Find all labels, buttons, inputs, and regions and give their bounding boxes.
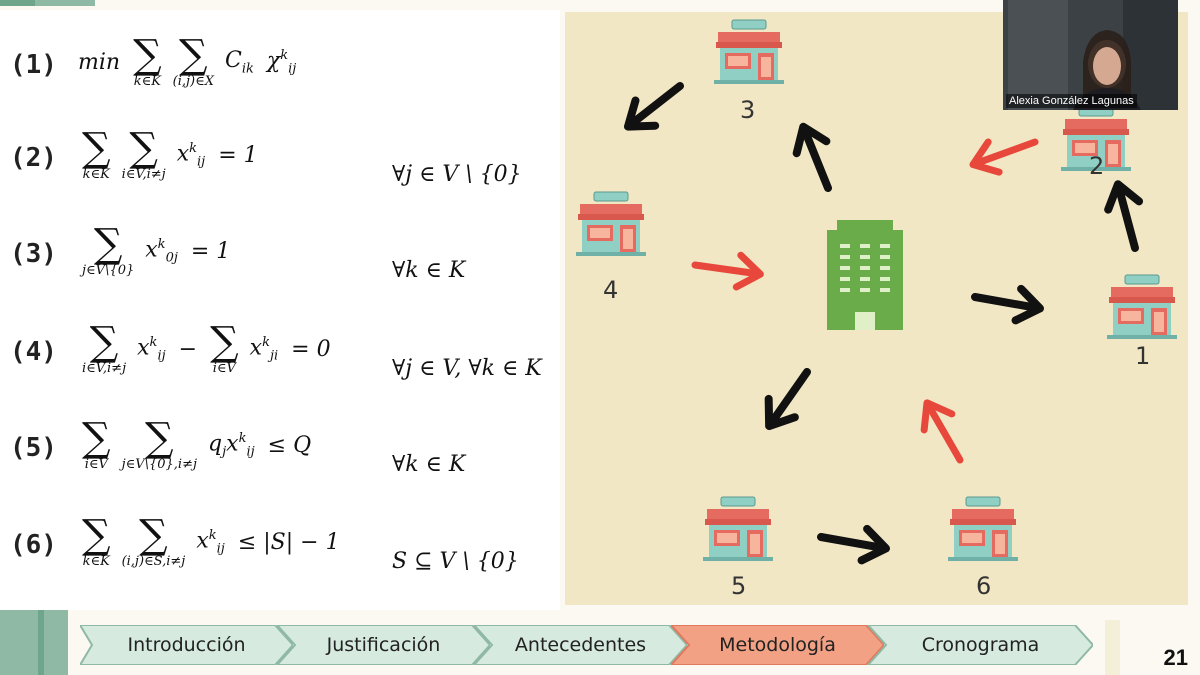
store-icon-6 [947, 496, 1019, 562]
equation-body: ∑k∈K ∑(i,j)∈S,i≠j xkij ≤ |S| − 1 [82, 515, 346, 569]
equation-condition: ∀k ∈ K [392, 258, 466, 283]
sum-symbol: ∑k∈K [82, 125, 111, 182]
equation-body: ∑j∈V\{0} xk0j = 1 [82, 224, 236, 278]
equation-condition: ∀k ∈ K [392, 452, 466, 477]
nav-item-cronograma[interactable]: Cronograma [868, 625, 1093, 665]
sum-symbol: ∑i∈V [210, 319, 239, 376]
nav-item-antecedentes[interactable]: Antecedentes [474, 625, 687, 665]
rhs: = 1 [218, 142, 258, 168]
equation-number: (1) [10, 50, 57, 80]
footer-divider [1105, 620, 1120, 675]
x-term: xkji [249, 334, 279, 364]
node-label-2: 2 [1089, 152, 1105, 180]
min-text: min [78, 49, 121, 75]
nav-item-justificacion[interactable]: Justificación [277, 625, 490, 665]
arrow-4-to-hq [693, 249, 763, 290]
equation-2: (2) ∑k∈K ∑i∈V,i≠j xkij = 1 ∀j ∈ V \ {0} [0, 128, 560, 218]
webcam-video: Alexia González Lagunas [1003, 0, 1178, 110]
headquarters-building-icon [827, 220, 903, 330]
equation-condition: ∀j ∈ V, ∀k ∈ K [392, 356, 542, 381]
equation-5: (5) ∑i∈V ∑j∈V\{0},i≠j qjxkij ≤ Q ∀k ∈ K [0, 418, 560, 508]
equation-body: ∑i∈V,i≠j xkij − ∑i∈V xkji = 0 [82, 322, 337, 376]
arrow-hq-to-5 [756, 363, 820, 435]
sum-symbol: ∑k∈K [82, 512, 111, 569]
equation-number: (2) [10, 143, 57, 173]
equation-4: (4) ∑i∈V,i≠j xkij − ∑i∈V xkji = 0 ∀j ∈ V… [0, 322, 560, 412]
footer-accent [0, 610, 68, 675]
nav-item-label: Antecedentes [514, 634, 647, 656]
node-label-4: 4 [603, 276, 619, 304]
rhs: = 1 [190, 238, 231, 264]
store-icon-3 [713, 19, 785, 85]
q-term: qjxkij [208, 430, 255, 460]
equation-number: (3) [10, 239, 57, 269]
slide-number: 21 [1163, 645, 1188, 670]
sum-symbol: ∑j∈V\{0},i≠j [121, 415, 198, 472]
store-icon-1 [1106, 274, 1178, 340]
x-term: xkij [176, 140, 206, 170]
arrow-3-to-4 [618, 73, 690, 139]
footer-accent-dark [38, 610, 44, 675]
arrow-2-to-hq [968, 127, 1041, 180]
equation-condition: ∀j ∈ V \ {0} [392, 162, 522, 187]
sum-symbol: ∑k∈K [133, 32, 162, 89]
sum-symbol: ∑i∈V,i≠j [121, 125, 166, 182]
equation-body: ∑i∈V ∑j∈V\{0},i≠j qjxkij ≤ Q [82, 418, 317, 472]
participant-name: Alexia González Lagunas [1006, 94, 1137, 108]
equation-body: ∑k∈K ∑i∈V,i≠j xkij = 1 [82, 128, 264, 182]
rhs: = 0 [291, 336, 331, 362]
node-label-3: 3 [740, 96, 756, 124]
nav-item-introduccion[interactable]: Introducción [80, 625, 293, 665]
chi-term: χkij [266, 47, 297, 77]
equation-number: (6) [10, 530, 57, 560]
sum-symbol: ∑(i,j)∈X [172, 32, 214, 89]
top-accent-bar [0, 0, 95, 6]
equation-condition: S ⊆ V \ {0} [392, 549, 519, 574]
nav-item-label: Justificación [326, 634, 441, 656]
equation-number: (4) [10, 337, 57, 367]
sum-symbol: ∑i∈V,i≠j [82, 319, 127, 376]
equation-number: (5) [10, 433, 57, 463]
equations-panel: (1) min ∑k∈K ∑(i,j)∈X Cik χkij (2) ∑k∈K … [0, 10, 560, 610]
arrow-hq-to-1 [972, 281, 1043, 324]
equation-3: (3) ∑j∈V\{0} xk0j = 1 ∀k ∈ K [0, 224, 560, 314]
x-term: xk0j [145, 236, 178, 266]
routing-diagram: 3 2 4 1 5 6 [565, 12, 1188, 605]
node-label-5: 5 [731, 572, 747, 600]
sum-symbol: ∑j∈V\{0} [82, 221, 135, 278]
minus-sign: − [178, 336, 198, 362]
sum-symbol: ∑i∈V [82, 415, 111, 472]
equation-1: (1) min ∑k∈K ∑(i,j)∈X Cik χkij [0, 35, 560, 125]
x-term: xkij [137, 334, 166, 364]
node-label-1: 1 [1135, 342, 1151, 370]
diagram-canvas [575, 19, 1178, 605]
nav-item-label: Cronograma [921, 634, 1040, 656]
arrow-1-to-2 [1102, 180, 1150, 252]
rhs: ≤ Q [267, 432, 312, 458]
arrow-5-to-6 [818, 521, 889, 564]
store-icon-4 [575, 191, 647, 257]
equation-body: min ∑k∈K ∑(i,j)∈X Cik χkij [78, 35, 302, 89]
equation-6: (6) ∑k∈K ∑(i,j)∈S,i≠j xkij ≤ |S| − 1 S ⊆… [0, 515, 560, 605]
nav-item-label: Introducción [127, 634, 246, 656]
arrow-6-to-hq [913, 395, 974, 468]
store-icon-5 [702, 496, 774, 562]
nav-item-label: Metodología [719, 634, 836, 656]
arrow-hq-to-3 [788, 121, 842, 194]
cost-term: Cik [224, 47, 254, 77]
node-label-6: 6 [976, 572, 992, 600]
rhs: ≤ |S| − 1 [237, 529, 340, 555]
nav-item-metodologia-active[interactable]: Metodología [671, 625, 884, 665]
x-term: xkij [196, 527, 225, 557]
top-accent-bar-dark [0, 0, 35, 6]
section-navigation: Introducción Justificación Antecedentes … [80, 625, 1095, 665]
sum-symbol: ∑(i,j)∈S,i≠j [121, 512, 186, 569]
